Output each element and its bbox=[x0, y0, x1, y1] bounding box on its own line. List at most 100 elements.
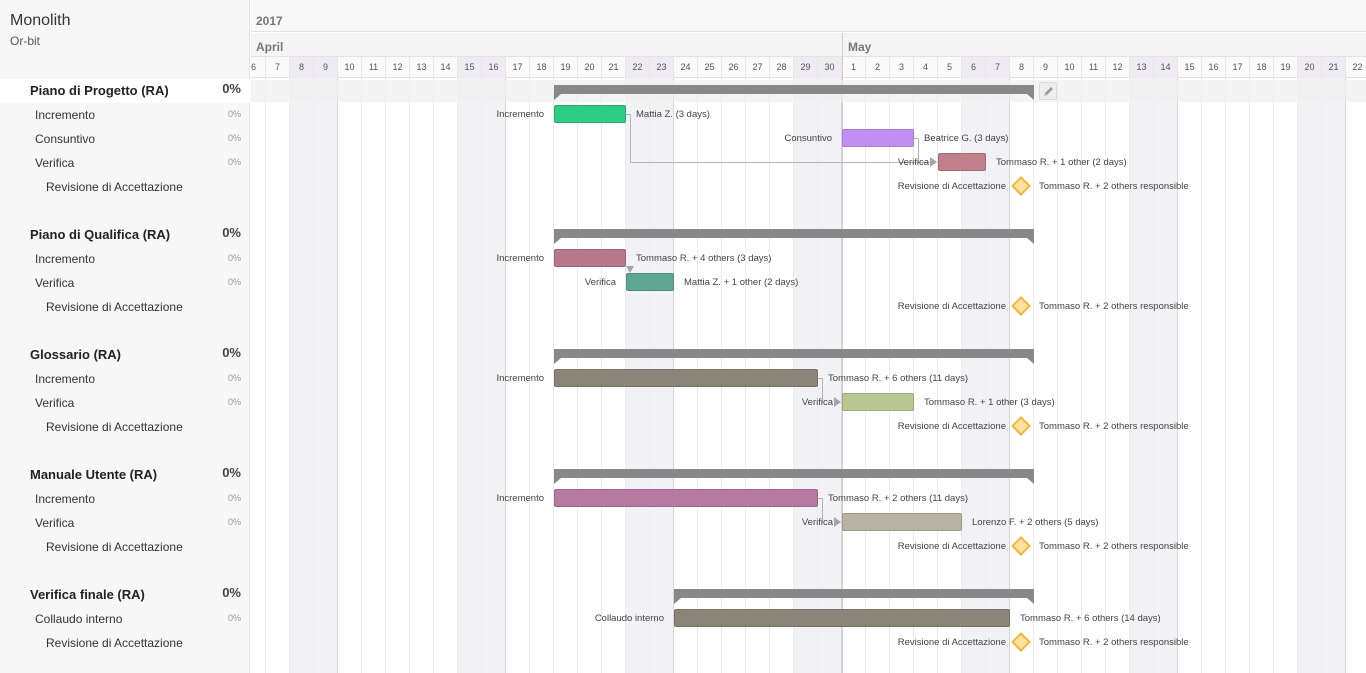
milestone-assignee-label: Tommaso R. + 2 others responsible bbox=[1039, 637, 1189, 648]
day-column bbox=[1298, 78, 1322, 673]
day-cell: 4 bbox=[914, 57, 938, 78]
day-column bbox=[938, 78, 962, 673]
day-cell: 30 bbox=[818, 57, 842, 78]
task-bar[interactable] bbox=[554, 489, 818, 507]
day-column bbox=[1202, 78, 1226, 673]
day-cell: 18 bbox=[530, 57, 554, 78]
bar-assignee-label: Tommaso R. + 1 other (2 days) bbox=[996, 157, 1127, 168]
bar-left-label: Consuntivo bbox=[784, 133, 832, 144]
task-bar[interactable] bbox=[554, 369, 818, 387]
dependency-arrow bbox=[834, 397, 841, 407]
milestone-row[interactable]: Revisione di Accettazione bbox=[0, 535, 250, 559]
group-summary-bar[interactable] bbox=[554, 469, 1034, 484]
task-bar[interactable] bbox=[842, 513, 962, 531]
group-row-glossario[interactable]: Glossario (RA) 0% bbox=[0, 343, 250, 367]
task-row[interactable]: Verifica 0% bbox=[0, 271, 250, 295]
task-row[interactable]: Verifica 0% bbox=[0, 151, 250, 175]
group-progress: 0% bbox=[222, 81, 241, 96]
day-column bbox=[1154, 78, 1178, 673]
task-bar[interactable] bbox=[842, 129, 914, 147]
task-bar[interactable] bbox=[554, 105, 626, 123]
day-column bbox=[842, 78, 866, 673]
bar-left-label: Incremento bbox=[496, 373, 544, 384]
bar-left-label: Verifica bbox=[801, 397, 833, 408]
day-cell: 21 bbox=[602, 57, 626, 78]
group-row-piano-di-progetto[interactable]: Piano di Progetto (RA) 0% bbox=[0, 79, 250, 103]
milestone-assignee-label: Tommaso R. + 2 others responsible bbox=[1039, 541, 1189, 552]
task-row[interactable]: Consuntivo 0% bbox=[0, 127, 250, 151]
task-row[interactable]: Incremento 0% bbox=[0, 367, 250, 391]
task-bar[interactable] bbox=[626, 273, 674, 291]
task-row[interactable]: Verifica 0% bbox=[0, 391, 250, 415]
day-cell: 25 bbox=[698, 57, 722, 78]
group-row-piano-di-qualifica[interactable]: Piano di Qualifica (RA) 0% bbox=[0, 223, 250, 247]
task-row[interactable]: Incremento 0% bbox=[0, 247, 250, 271]
day-cell: 10 bbox=[338, 57, 362, 78]
dependency-line bbox=[818, 498, 822, 499]
task-bar[interactable] bbox=[938, 153, 986, 171]
milestone-label: Revisione di Accettazione bbox=[46, 540, 183, 554]
day-cell: 13 bbox=[410, 57, 434, 78]
task-progress: 0% bbox=[227, 373, 241, 383]
milestone-row[interactable]: Revisione di Accettazione bbox=[0, 631, 250, 655]
day-column bbox=[266, 78, 290, 673]
task-progress: 0% bbox=[227, 109, 241, 119]
day-column bbox=[1322, 78, 1346, 673]
group-progress: 0% bbox=[222, 345, 241, 360]
milestone-row[interactable]: Revisione di Accettazione bbox=[0, 415, 250, 439]
group-summary-bar[interactable] bbox=[554, 229, 1034, 244]
bar-left-label: Verifica bbox=[584, 277, 616, 288]
milestone-assignee-label: Tommaso R. + 2 others responsible bbox=[1039, 181, 1189, 192]
task-bar[interactable] bbox=[674, 609, 1010, 627]
group-summary-bar[interactable] bbox=[674, 589, 1034, 604]
task-progress: 0% bbox=[227, 613, 241, 623]
task-row[interactable]: Incremento 0% bbox=[0, 103, 250, 127]
milestone-row[interactable]: Revisione di Accettazione bbox=[0, 175, 250, 199]
day-cell: 7 bbox=[266, 57, 290, 78]
day-column bbox=[314, 78, 338, 673]
dependency-line bbox=[914, 138, 918, 139]
dependency-arrow bbox=[626, 266, 634, 273]
day-cell: 9 bbox=[314, 57, 338, 78]
day-column bbox=[338, 78, 362, 673]
day-cell: 27 bbox=[746, 57, 770, 78]
month-label: May bbox=[848, 40, 872, 54]
pencil-icon[interactable] bbox=[1039, 82, 1057, 100]
dependency-arrow bbox=[834, 517, 841, 527]
task-label: Collaudo interno bbox=[35, 612, 123, 626]
day-column bbox=[1106, 78, 1130, 673]
day-cell: 16 bbox=[482, 57, 506, 78]
dependency-line bbox=[630, 162, 931, 163]
bar-assignee-label: Tommaso R. + 6 others (14 days) bbox=[1020, 613, 1161, 624]
day-column bbox=[290, 78, 314, 673]
day-cell: 15 bbox=[458, 57, 482, 78]
bar-assignee-label: Mattia Z. + 1 other (2 days) bbox=[684, 277, 799, 288]
task-label: Incremento bbox=[35, 252, 96, 266]
day-cell: 14 bbox=[1154, 57, 1178, 78]
task-bar[interactable] bbox=[554, 249, 626, 267]
day-cell: 21 bbox=[1322, 57, 1346, 78]
group-summary-bar[interactable] bbox=[554, 349, 1034, 364]
task-progress: 0% bbox=[227, 157, 241, 167]
group-row-verifica-finale[interactable]: Verifica finale (RA) 0% bbox=[0, 583, 250, 607]
day-cell: 9 bbox=[1034, 57, 1058, 78]
day-column bbox=[458, 78, 482, 673]
milestone-row[interactable]: Revisione di Accettazione bbox=[0, 295, 250, 319]
day-cell: 19 bbox=[1274, 57, 1298, 78]
dependency-line bbox=[918, 138, 919, 162]
task-row[interactable]: Verifica 0% bbox=[0, 511, 250, 535]
day-cell: 20 bbox=[1298, 57, 1322, 78]
task-row[interactable]: Incremento 0% bbox=[0, 487, 250, 511]
bar-left-label: Verifica bbox=[801, 517, 833, 528]
group-row-manuale-utente[interactable]: Manuale Utente (RA) 0% bbox=[0, 463, 250, 487]
day-cell: 11 bbox=[1082, 57, 1106, 78]
task-bar[interactable] bbox=[842, 393, 914, 411]
day-cell: 8 bbox=[290, 57, 314, 78]
project-title: Monolith bbox=[10, 12, 71, 29]
day-column bbox=[962, 78, 986, 673]
task-row[interactable]: Collaudo interno 0% bbox=[0, 607, 250, 631]
group-summary-bar[interactable] bbox=[554, 85, 1034, 100]
bar-left-label: Collaudo interno bbox=[594, 613, 664, 624]
day-cell: 17 bbox=[506, 57, 530, 78]
group-label: Manuale Utente (RA) bbox=[30, 467, 158, 482]
